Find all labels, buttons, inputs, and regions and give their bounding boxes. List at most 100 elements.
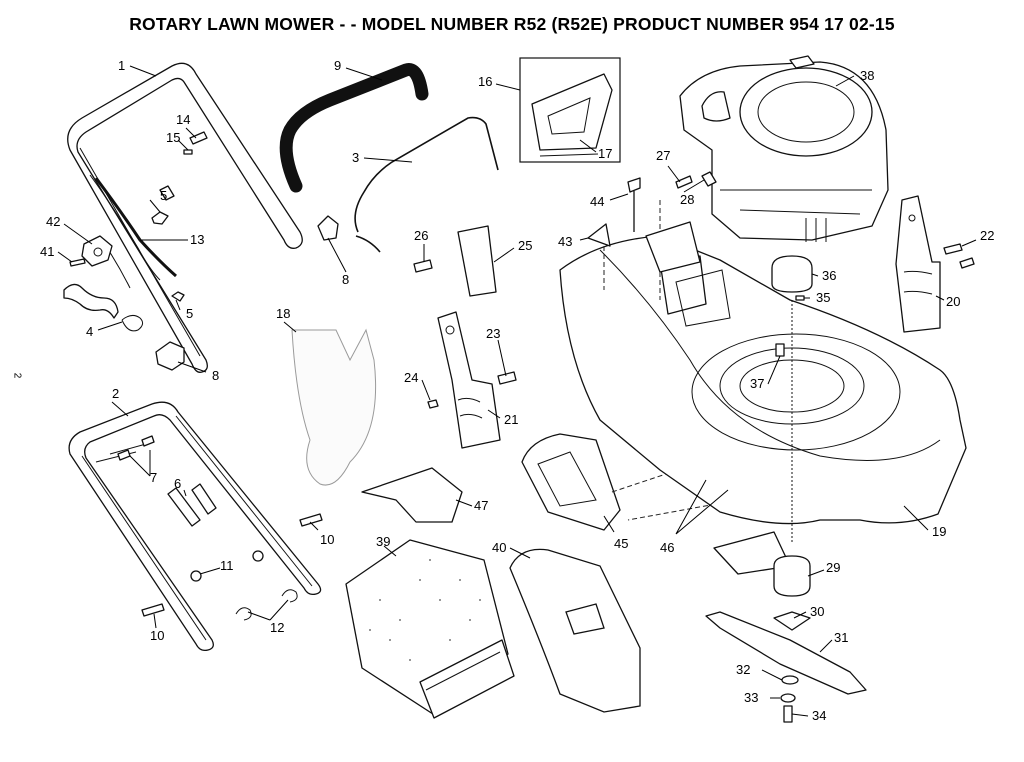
callout-27: 27 (656, 148, 670, 163)
callout-23: 23 (486, 326, 500, 341)
callout-42: 42 (46, 214, 60, 229)
blade-bolt-34 (783, 705, 793, 723)
callout-2: 2 (112, 386, 119, 401)
side-bracket (895, 195, 975, 333)
callout-44: 44 (590, 194, 604, 209)
callout-40: 40 (492, 540, 506, 555)
callout-36: 36 (822, 268, 836, 283)
bail-rod (354, 116, 499, 253)
callout-1: 1 (118, 58, 125, 73)
callout-5-lower: 5 (186, 306, 193, 321)
mower-deck (559, 235, 967, 525)
callout-7: 7 (150, 470, 157, 485)
lower-handle (68, 401, 322, 652)
bracket-inset (519, 57, 621, 163)
callout-28: 28 (680, 192, 694, 207)
callout-13: 13 (190, 232, 204, 247)
handle-bolt-lower (141, 603, 165, 617)
blade-adapter (771, 255, 813, 293)
carriage-bolt (167, 487, 201, 527)
callout-6: 6 (174, 476, 181, 491)
callout-45: 45 (614, 536, 628, 551)
screw (183, 149, 193, 155)
height-adjuster (427, 311, 517, 449)
carriage-bolt-2 (191, 483, 217, 515)
callout-numbers: 1 2 3 4 5 5 6 7 8 8 9 10 10 11 12 13 14 … (40, 58, 994, 723)
switch-assembly (69, 235, 113, 267)
washer-32 (781, 675, 799, 685)
callout-35: 35 (816, 290, 830, 305)
handle-bolts (117, 435, 155, 461)
screw-26 (413, 259, 433, 273)
screw-27 (675, 175, 693, 189)
callout-43: 43 (558, 234, 572, 249)
callout-8-lower: 8 (212, 368, 219, 383)
spring-clip (63, 283, 144, 332)
callout-15: 15 (166, 130, 180, 145)
plate (457, 225, 497, 297)
callout-39: 39 (376, 534, 390, 549)
cable-clip (189, 131, 208, 145)
callout-16: 16 (478, 74, 492, 89)
callout-38: 38 (860, 68, 874, 83)
callout-34: 34 (812, 708, 826, 723)
callout-24: 24 (404, 370, 418, 385)
handle-knob-upper (317, 215, 339, 241)
bolt-37 (775, 343, 785, 357)
callout-8-upper: 8 (342, 272, 349, 287)
callout-47: 47 (474, 498, 488, 513)
blade-adapter-30 (773, 611, 811, 631)
callout-46: 46 (660, 540, 674, 555)
callout-11: 11 (220, 558, 234, 573)
callout-3: 3 (352, 150, 359, 165)
control-cable (89, 174, 177, 289)
callout-9: 9 (334, 58, 341, 73)
callout-10-left: 10 (150, 628, 164, 643)
callout-10-right: 10 (320, 532, 334, 547)
callout-20: 20 (946, 294, 960, 309)
diagram-title: ROTARY LAWN MOWER - - MODEL NUMBER R52 (… (129, 14, 895, 34)
cable-tie (151, 211, 169, 225)
hair-pins (235, 589, 298, 621)
callout-41: 41 (40, 244, 54, 259)
deck-bracket (645, 221, 701, 273)
callout-17: 17 (598, 146, 612, 161)
callout-30: 30 (810, 604, 824, 619)
callout-25: 25 (518, 238, 532, 253)
rear-door (521, 433, 621, 531)
callout-14: 14 (176, 112, 190, 127)
grass-bag (345, 539, 515, 719)
washer-28 (701, 171, 717, 187)
callout-12: 12 (270, 620, 284, 635)
callout-29: 29 (826, 560, 840, 575)
handle-grip (279, 63, 429, 193)
rear-flap (361, 467, 463, 523)
engine (679, 55, 889, 242)
bag-frame (509, 548, 641, 713)
spacer-29 (773, 555, 811, 597)
callout-37: 37 (750, 376, 764, 391)
cutting-blade (705, 611, 867, 695)
mulch-plug (291, 328, 377, 486)
callout-21: 21 (504, 412, 518, 427)
washer (190, 570, 202, 582)
callout-5-upper: 5 (160, 188, 167, 203)
callout-31: 31 (834, 630, 848, 645)
handle-bolt (299, 513, 323, 527)
callout-4: 4 (86, 324, 93, 339)
callout-19: 19 (932, 524, 946, 539)
cable-tie-lower (171, 291, 185, 302)
callout-18: 18 (276, 306, 290, 321)
washer-2 (252, 550, 264, 562)
callout-33: 33 (744, 690, 758, 705)
callout-26: 26 (414, 228, 428, 243)
callout-22: 22 (980, 228, 994, 243)
upper-handle (67, 62, 303, 373)
spring-clip-43 (587, 223, 611, 247)
handle-knob (155, 341, 185, 371)
key (795, 295, 805, 301)
leader-lines (57, 65, 977, 717)
callout-32: 32 (736, 662, 750, 677)
lock-washer-33 (780, 693, 796, 703)
